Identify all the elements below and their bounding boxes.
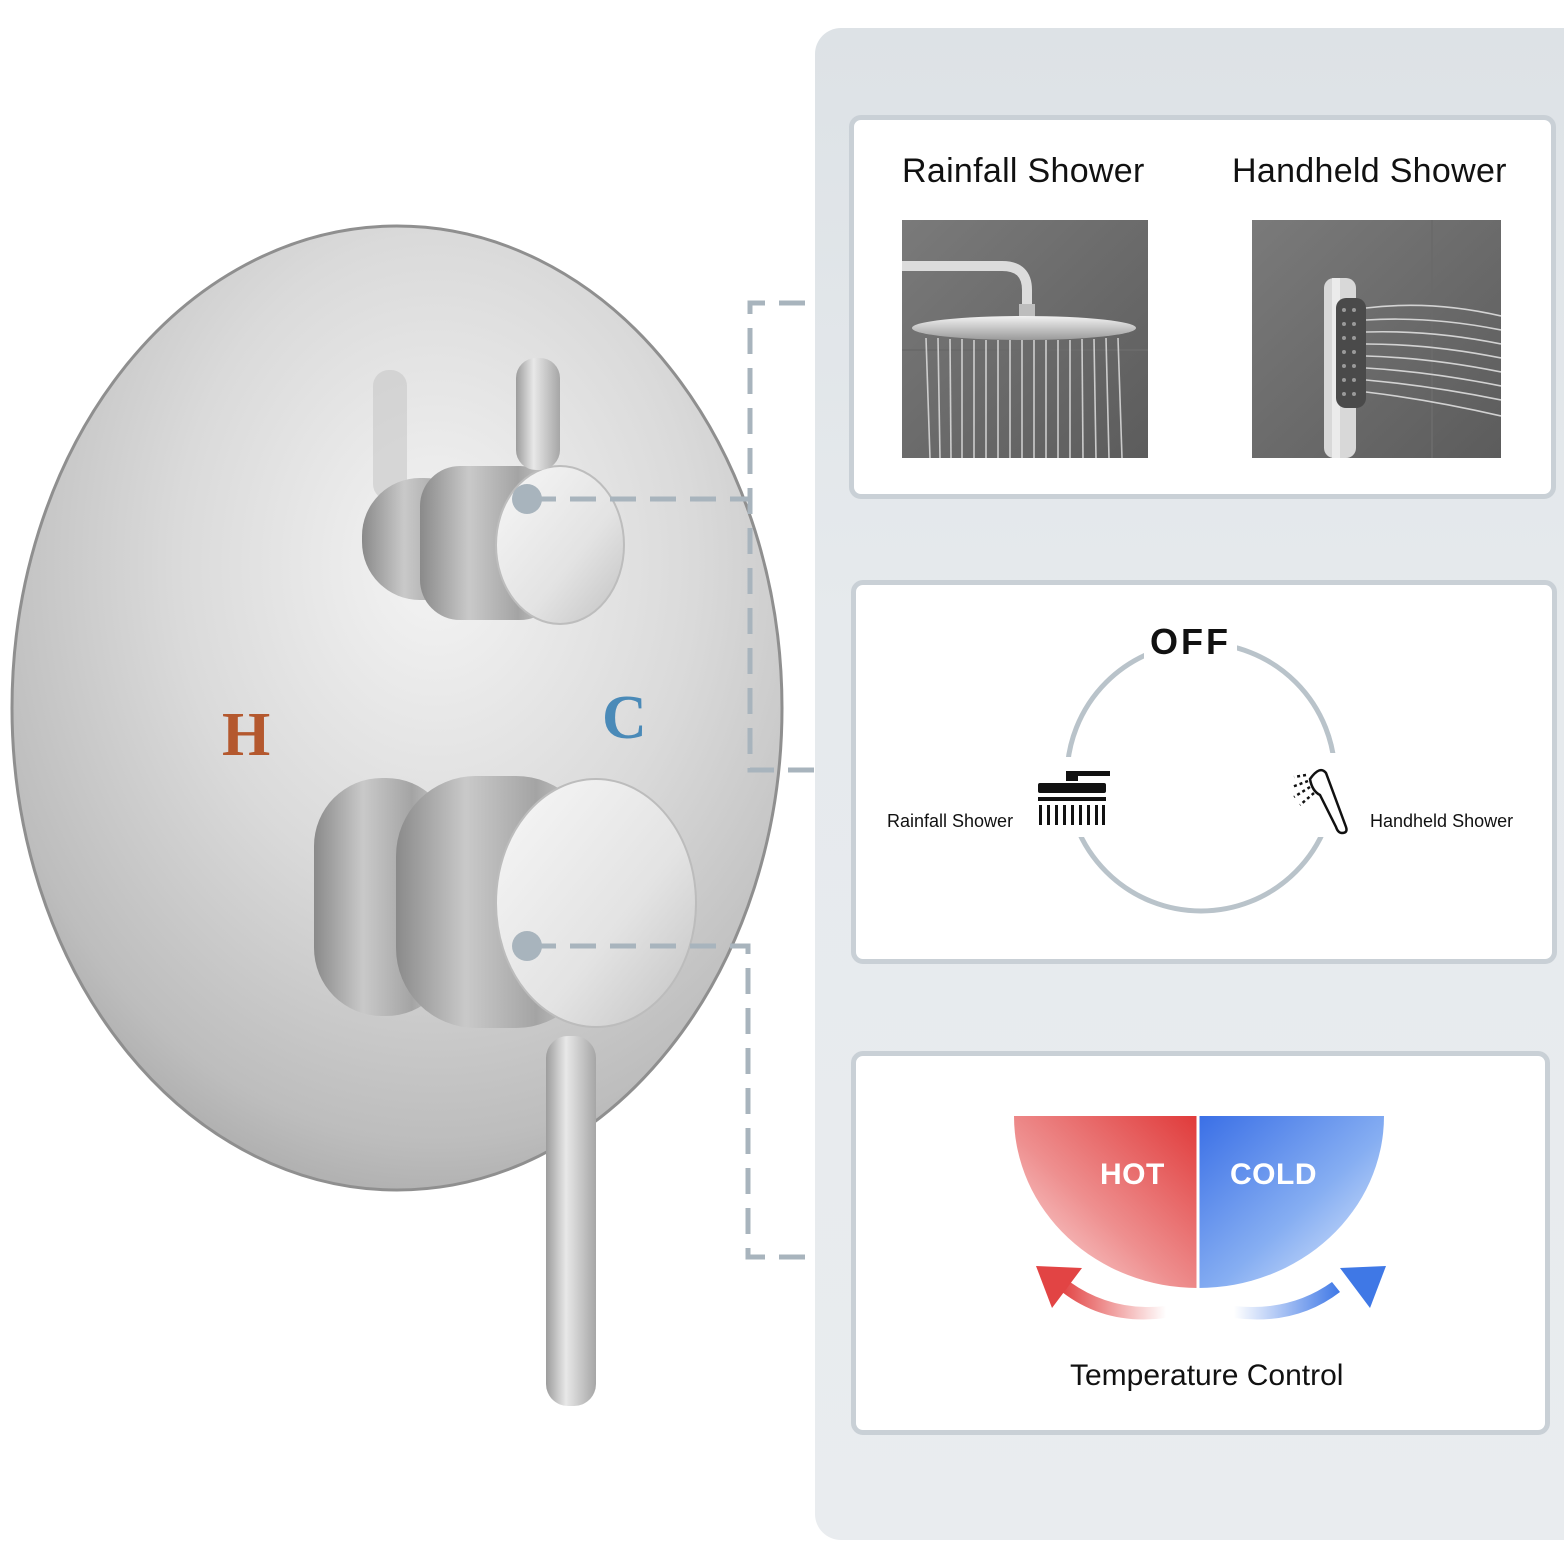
off-label: OFF [1144, 621, 1237, 663]
hot-zone [1014, 1116, 1198, 1288]
diverter-handheld-label: Handheld Shower [1370, 811, 1514, 831]
arrow-right-icon [1234, 1266, 1386, 1320]
cold-label: COLD [1230, 1158, 1317, 1191]
valve-illustration [10, 224, 820, 1406]
callout-lines [530, 300, 820, 1260]
temperature-knob [314, 776, 697, 1406]
callout-dot-diverter [512, 484, 542, 514]
temperature-control-caption: Temperature Control [1070, 1359, 1344, 1392]
diverter-card: OFF Rainfall Shower Handh [851, 580, 1557, 964]
hot-label: HOT [1100, 1158, 1165, 1191]
diverter-rainfall-label: Rainfall Shower [887, 811, 1014, 831]
rain-shower-head-icon [1038, 771, 1110, 825]
handheld-shower-icon [1291, 768, 1348, 835]
cold-zone [1198, 1116, 1384, 1288]
temperature-dial [1014, 1116, 1386, 1320]
hot-side-letter: H [222, 701, 271, 769]
rainfall-shower-title: Rainfall Shower [902, 152, 1145, 190]
cold-side-letter: C [602, 684, 647, 752]
handheld-shower-title: Handheld Shower [1232, 152, 1507, 190]
escutcheon-plate [12, 226, 782, 1190]
arrow-left-icon [1036, 1266, 1166, 1320]
rainfall-shower-photo [902, 220, 1148, 458]
callout-dot-temperature [512, 931, 542, 961]
temperature-card: HOT COLD Temperature Control [851, 1051, 1550, 1435]
handheld-shower-photo [1252, 220, 1501, 458]
outlets-card: Rainfall Shower Handheld Shower [849, 115, 1556, 499]
